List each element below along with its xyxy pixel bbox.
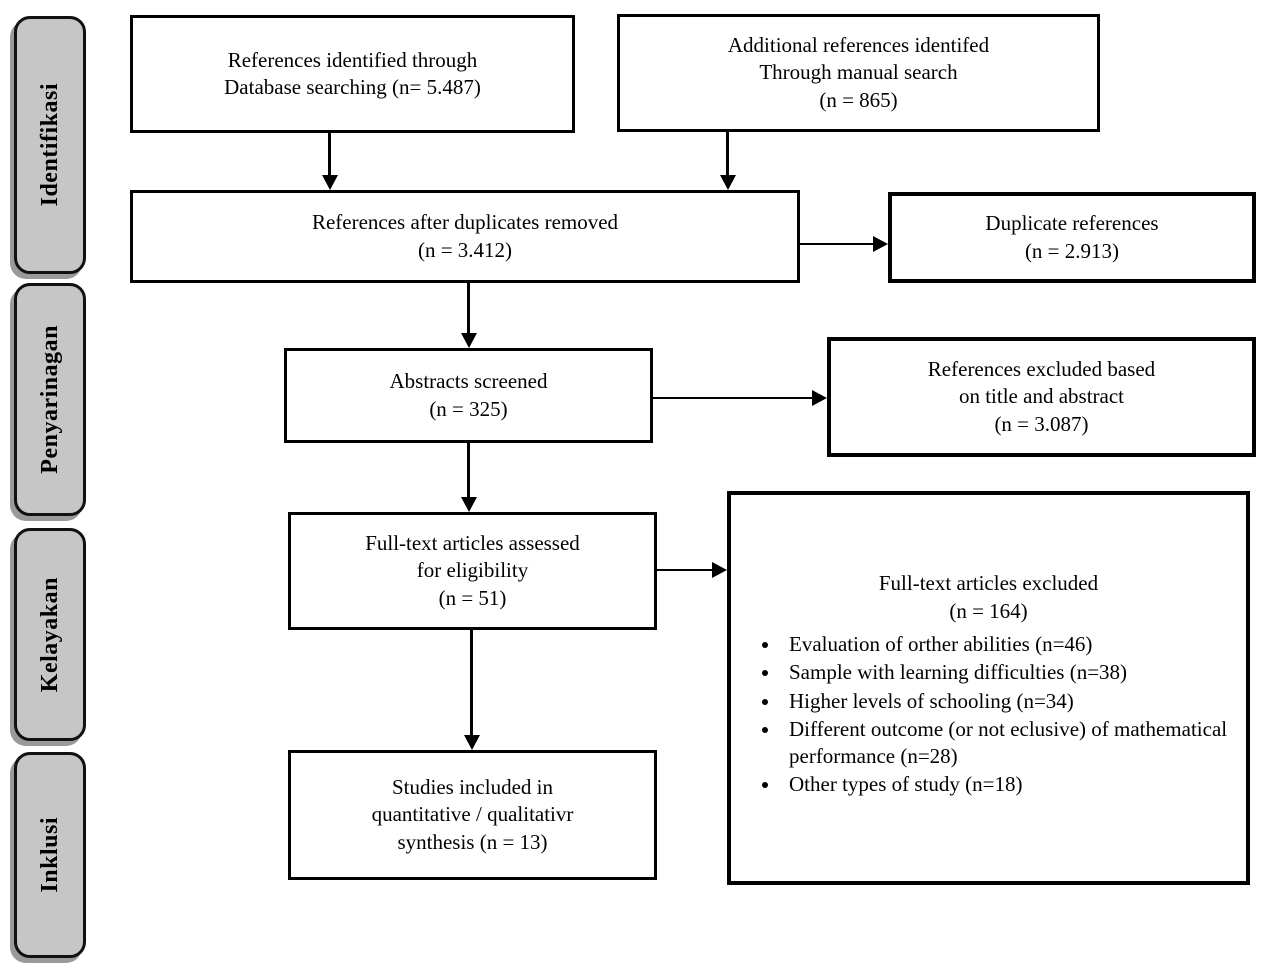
arrow-dedup-to-abstracts-head-icon [461,333,477,348]
arrow-abstracts-to-excluded-line [653,397,812,399]
fulltext-excluded-title: Full-text articles excluded (n = 164) [878,571,1099,623]
arrow-manual-to-dedup-line [726,132,729,176]
arrow-dedup-to-duplicates-line [800,243,874,245]
arrow-fulltext-to-excluded-head-icon [712,562,727,578]
stage-inclusion: Inklusi [14,752,86,958]
box-after-duplicates: References after duplicates removed (n =… [130,190,800,283]
stage-identification: Identifikasi [14,16,86,274]
box-studies-included: Studies included in quantitative / quali… [288,750,657,880]
stage-eligibility-label: Kelayakan [36,576,63,693]
excluded-reason-item: Sample with learning difficulties (n=38) [781,659,1236,686]
box-abstracts-screened: Abstracts screened (n = 325) [284,348,653,443]
arrow-fulltext-to-included-line [470,630,473,736]
arrow-abstracts-to-fulltext-line [467,443,470,498]
arrow-fulltext-to-included-head-icon [464,735,480,750]
arrow-db-to-dedup-line [328,133,331,176]
box-fulltext-excluded: Full-text articles excluded (n = 164) Ev… [727,491,1250,885]
box-duplicate-references: Duplicate references (n = 2.913) [888,192,1256,283]
stage-inclusion-label: Inklusi [36,817,63,893]
box-fulltext-assessed: Full-text articles assessed for eligibil… [288,512,657,630]
box-database-search: References identified through Database s… [130,15,575,133]
stage-screening: Penyarinagan [14,283,86,516]
arrow-manual-to-dedup-head-icon [720,175,736,190]
arrow-abstracts-to-excluded-head-icon [812,390,827,406]
excluded-reason-item: Higher levels of schooling (n=34) [781,688,1236,715]
arrow-fulltext-to-excluded-line [657,569,712,571]
arrow-dedup-to-abstracts-line [467,283,470,334]
fulltext-excluded-reason-list: Evaluation of orther abilities (n=46)Sam… [745,631,1236,800]
box-excluded-title-abstract: References excluded based on title and a… [827,337,1256,457]
excluded-reason-item: Different outcome (or not eclusive) of m… [781,716,1236,771]
box-manual-search: Additional references identifed Through … [617,14,1100,132]
stage-identification-label: Identifikasi [36,83,63,207]
excluded-reason-item: Other types of study (n=18) [781,771,1236,798]
stage-eligibility: Kelayakan [14,528,86,741]
arrow-db-to-dedup-head-icon [322,175,338,190]
arrow-dedup-to-duplicates-head-icon [873,236,888,252]
excluded-reason-item: Evaluation of orther abilities (n=46) [781,631,1236,658]
arrow-abstracts-to-fulltext-head-icon [461,497,477,512]
stage-screening-label: Penyarinagan [36,325,63,474]
